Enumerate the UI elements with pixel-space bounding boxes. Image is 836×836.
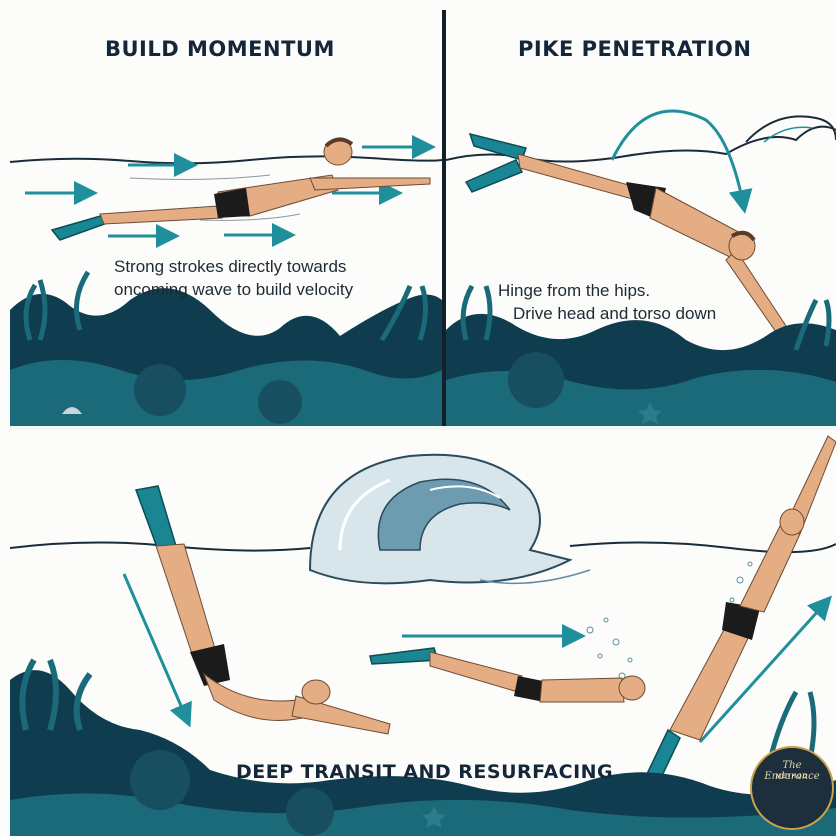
water-ripple xyxy=(130,175,270,179)
panel-2-art xyxy=(446,10,836,426)
panel-title: BUILD MOMENTUM xyxy=(105,37,335,61)
panel-build-momentum: BUILD MOMENTUM Strong strokes directly t… xyxy=(10,10,442,426)
wave-crest xyxy=(764,127,812,142)
panel-caption: Strong strokes directly towards oncoming… xyxy=(114,255,414,301)
swimmer-figure xyxy=(370,648,645,702)
caption-line: Strong strokes directly towards xyxy=(114,257,346,276)
coral-icon xyxy=(130,750,190,810)
caption-line: Drive head and torso down xyxy=(498,302,828,325)
panel-pike-penetration: PIKE PENETRATION Hinge from the hips. Dr… xyxy=(446,10,836,426)
panel-title: PIKE PENETRATION xyxy=(518,37,751,61)
caption-line: Hinge from the hips. xyxy=(498,281,650,300)
swimmer-figure xyxy=(646,436,836,780)
caption-line: oncoming wave to build velocity xyxy=(114,280,353,299)
panel-deep-transit: DEEP TRANSIT AND RESURFACING xyxy=(10,430,836,836)
water-surface-line xyxy=(10,156,442,163)
coral-icon xyxy=(134,364,186,416)
breaking-wave xyxy=(310,455,590,584)
logo-subtext: METHOD xyxy=(756,774,828,780)
coral-icon xyxy=(258,380,302,424)
brand-logo: The Endurance METHOD xyxy=(750,746,834,830)
panel-1-art xyxy=(10,10,442,426)
panel-caption: Hinge from the hips. Drive head and tors… xyxy=(498,279,828,325)
swimmer-figure xyxy=(52,139,430,240)
coral-icon xyxy=(286,788,334,836)
coral-icon xyxy=(508,352,564,408)
panel-title: DEEP TRANSIT AND RESURFACING xyxy=(236,761,613,783)
